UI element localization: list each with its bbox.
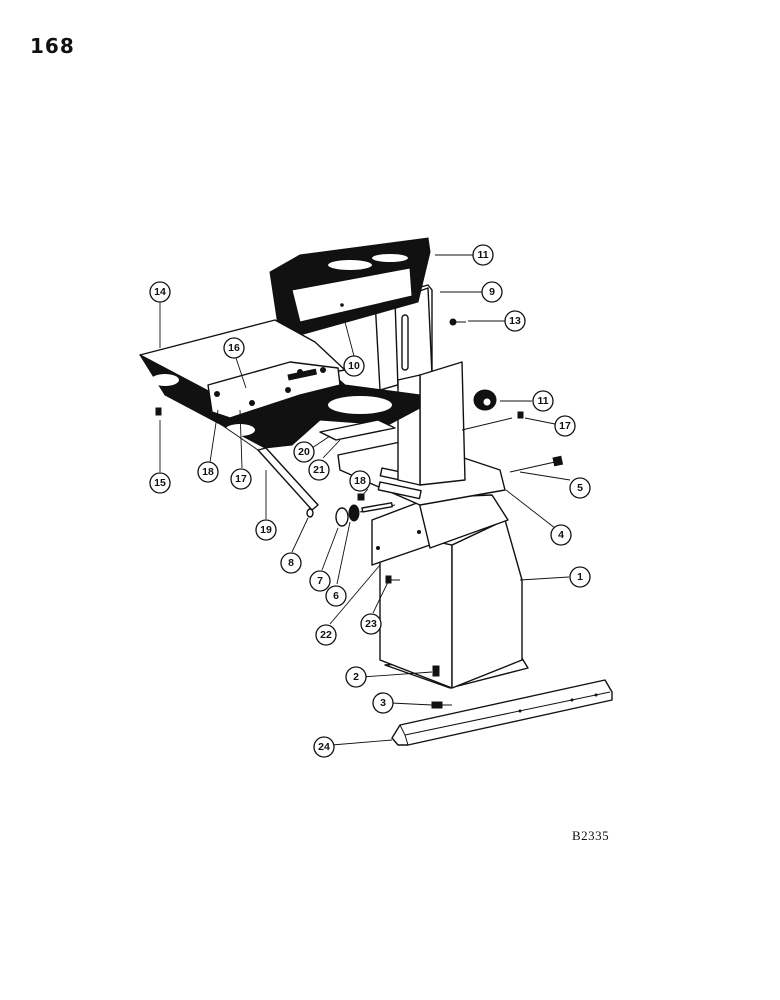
svg-text:17: 17 (559, 420, 571, 432)
svg-text:4: 4 (558, 529, 564, 541)
svg-text:8: 8 (288, 557, 294, 569)
part-3-bolt (431, 701, 452, 709)
callout-17-left: 17 (230, 468, 252, 490)
part-16-seat-plate (207, 361, 341, 419)
callout-19: 19 (255, 519, 277, 541)
part-17-bolt (461, 411, 524, 431)
svg-text:23: 23 (365, 618, 377, 630)
callout-8: 8 (280, 552, 302, 574)
part-13-screw (449, 318, 466, 326)
callout-24: 24 (313, 736, 335, 758)
svg-text:20: 20 (298, 446, 310, 458)
svg-text:11: 11 (477, 249, 488, 261)
callout-3: 3 (372, 692, 394, 714)
part-5-bolt (509, 455, 564, 473)
callout-9: 9 (481, 281, 503, 303)
callout-15: 15 (149, 472, 171, 494)
callout-2: 2 (345, 666, 367, 688)
callout-4: 4 (550, 524, 572, 546)
part-1-pedestal (371, 494, 529, 689)
callout-7: 7 (309, 570, 331, 592)
part-24-base-rail (391, 679, 613, 746)
callout-21: 21 (308, 459, 330, 481)
part-6-7-8-hardware (306, 502, 396, 527)
svg-text:6: 6 (333, 590, 339, 602)
svg-text:5: 5 (577, 482, 583, 494)
callout-18-right: 18 (349, 470, 371, 492)
part-2-bolt (432, 665, 440, 677)
callout-16: 16 (223, 337, 245, 359)
callout-11: 11 (532, 390, 554, 412)
callout-17-right: 17 (554, 415, 576, 437)
callout-14: 14 (149, 281, 171, 303)
svg-text:19: 19 (260, 524, 272, 536)
leader-lines (159, 254, 571, 746)
callout-10: 10 (343, 355, 365, 377)
part-11-knob (473, 389, 497, 411)
callout-13: 13 (504, 310, 526, 332)
callout-6: 6 (325, 585, 347, 607)
svg-text:3: 3 (380, 697, 386, 709)
callout-20: 20 (293, 441, 315, 463)
svg-text:24: 24 (318, 741, 330, 753)
svg-text:2: 2 (353, 671, 359, 683)
part-20-slide-rail (319, 419, 396, 441)
svg-text:7: 7 (317, 575, 323, 587)
part-15-clip (155, 407, 162, 416)
svg-text:16: 16 (228, 342, 240, 354)
svg-text:18: 18 (202, 466, 214, 478)
svg-text:9: 9 (489, 286, 495, 298)
svg-text:11: 11 (537, 395, 548, 407)
page-number: 168 (30, 34, 75, 58)
callout-5: 5 (569, 477, 591, 499)
part-19-lever (199, 409, 319, 511)
svg-text:14: 14 (154, 286, 166, 298)
svg-text:21: 21 (313, 464, 325, 476)
svg-text:1: 1 (577, 571, 583, 583)
part-23-bolt (385, 575, 400, 584)
svg-text:17: 17 (235, 473, 247, 485)
callout-12: 11 (472, 244, 494, 266)
svg-text:15: 15 (154, 477, 166, 489)
svg-text:10: 10 (348, 360, 360, 372)
svg-text:22: 22 (320, 629, 332, 641)
callout-1: 1 (569, 566, 591, 588)
callout-22: 22 (315, 624, 337, 646)
part-12-backrest (269, 237, 431, 336)
svg-text:18: 18 (354, 475, 366, 487)
callout-23: 23 (360, 613, 382, 635)
callout-18-left: 18 (197, 461, 219, 483)
figure-code: B2335 (572, 828, 610, 843)
svg-text:13: 13 (509, 315, 521, 327)
